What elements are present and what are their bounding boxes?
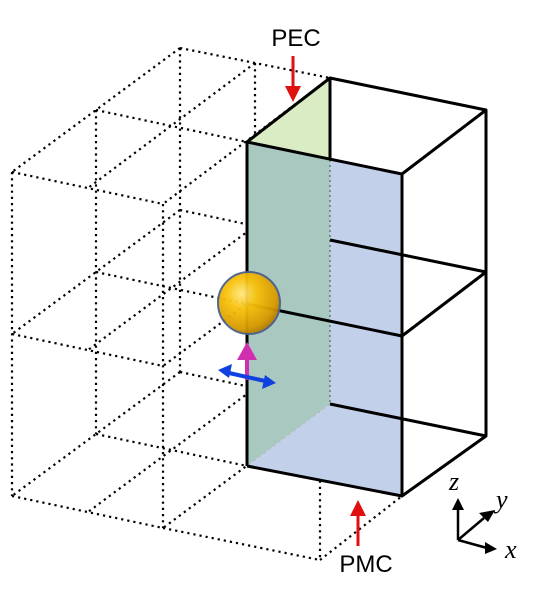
axes-icon (452, 498, 497, 554)
pmc-arrow-icon (350, 500, 366, 546)
y-axis-label: y (493, 485, 508, 514)
pmc-label: PMC (339, 551, 392, 578)
sphere-icon (217, 271, 281, 335)
unit-cell-edges (245, 76, 488, 498)
pec-label: PEC (271, 25, 320, 52)
ghost-lattice (10, 46, 403, 562)
pec-arrow-icon (285, 56, 301, 102)
double-arrow-icon (218, 364, 276, 389)
x-axis-label: x (504, 535, 517, 564)
pec-face (247, 78, 330, 160)
z-axis-label: z (448, 467, 459, 496)
